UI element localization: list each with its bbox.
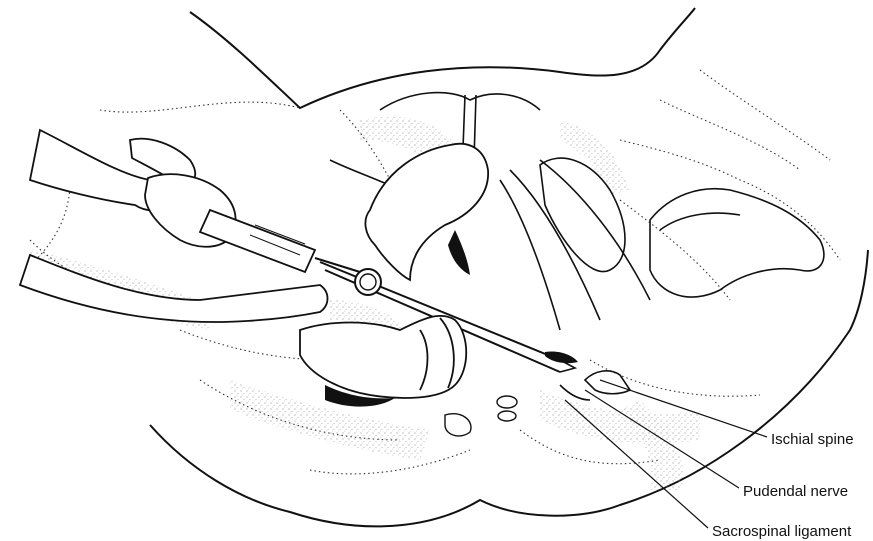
label-pudendal-nerve: Pudendal nerve (743, 484, 848, 499)
ischial-region (560, 371, 630, 400)
small-structures (445, 396, 517, 436)
label-sacrospinal-ligament: Sacrospinal ligament (712, 524, 851, 539)
label-ischial-spine: Ischial spine (771, 432, 854, 447)
right-anatomy (540, 158, 824, 297)
syringe (200, 210, 360, 272)
